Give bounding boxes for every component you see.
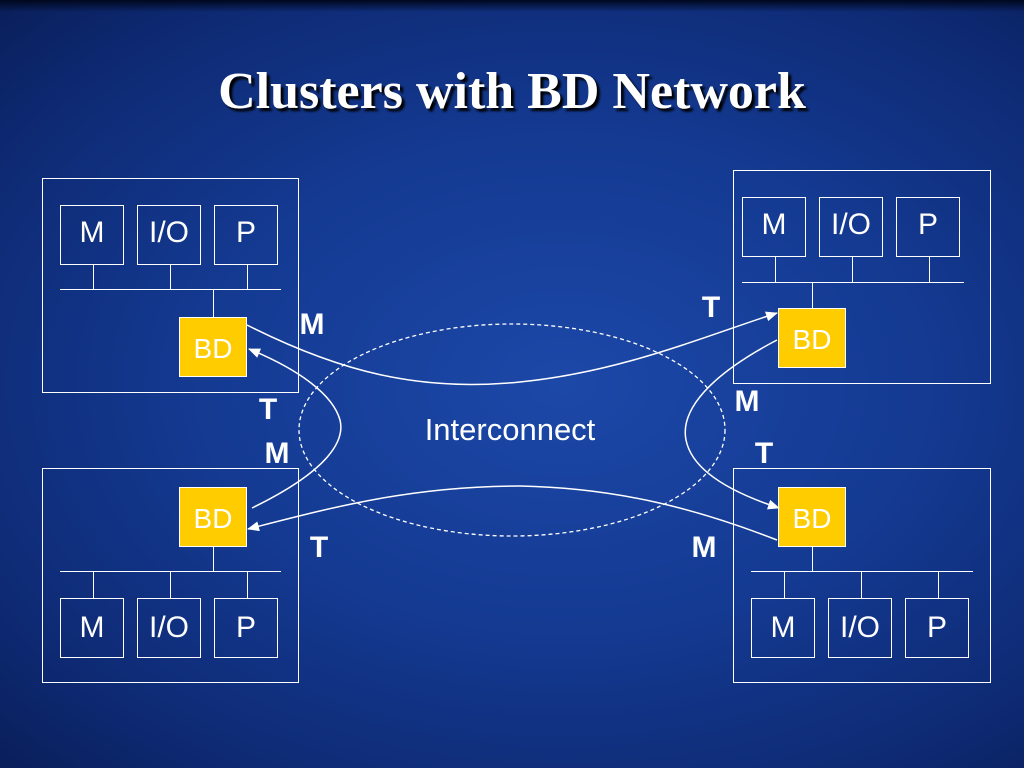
cluster-bottom-right: BD M I/O P [733, 468, 991, 683]
bus-stub [784, 571, 785, 598]
bus-stub [861, 571, 862, 598]
bus-stub [247, 571, 248, 598]
cluster-top-left: M I/O P BD [42, 178, 299, 393]
bd-stub [213, 547, 214, 571]
memory-box: M [60, 598, 124, 658]
bus-stub [775, 257, 776, 282]
port-label-m: M [734, 385, 760, 418]
processor-box: P [214, 205, 278, 265]
bus-line [60, 289, 281, 290]
port-label-m: M [264, 437, 290, 470]
bus-stub [170, 571, 171, 598]
link-bottom-left-to-top-left [248, 348, 342, 509]
cluster-top-right: M I/O P BD [733, 170, 991, 384]
bd-box: BD [778, 308, 846, 368]
port-label-t: T [309, 531, 329, 564]
bd-stub [812, 547, 813, 571]
link-top-right-to-bottom-right [684, 339, 780, 510]
bd-box: BD [179, 487, 247, 547]
processor-box: P [905, 598, 969, 658]
bus-stub [247, 265, 248, 289]
slide-title: Clusters with BD Network [218, 63, 806, 120]
bd-box: BD [778, 487, 846, 547]
bd-box: BD [179, 317, 247, 377]
memory-box: M [751, 598, 815, 658]
interconnect-ellipse [298, 323, 726, 537]
bus-stub [93, 571, 94, 598]
interconnect-label: Interconnect [424, 412, 596, 447]
port-label-m: M [299, 308, 325, 341]
processor-box: P [896, 197, 960, 257]
bus-stub [170, 265, 171, 289]
io-box: I/O [137, 598, 201, 658]
bus-stub [93, 265, 94, 289]
io-box: I/O [819, 197, 883, 257]
port-label-t: T [754, 437, 774, 470]
io-box: I/O [828, 598, 892, 658]
memory-box: M [60, 205, 124, 265]
link-top-left-to-top-right [246, 311, 778, 386]
bd-stub [812, 282, 813, 308]
cluster-bottom-left: BD M I/O P [42, 468, 299, 683]
port-label-m: M [691, 531, 717, 564]
bus-stub [938, 571, 939, 598]
io-box: I/O [137, 205, 201, 265]
port-label-t: T [701, 291, 721, 324]
memory-box: M [742, 197, 806, 257]
bus-stub [852, 257, 853, 282]
port-label-t: T [258, 393, 278, 426]
link-bottom-right-to-bottom-left [247, 485, 778, 541]
bus-line [742, 282, 964, 283]
top-edge-bar [0, 0, 1024, 12]
processor-box: P [214, 598, 278, 658]
bus-line [751, 571, 973, 572]
bus-stub [929, 257, 930, 282]
bd-stub [213, 289, 214, 317]
